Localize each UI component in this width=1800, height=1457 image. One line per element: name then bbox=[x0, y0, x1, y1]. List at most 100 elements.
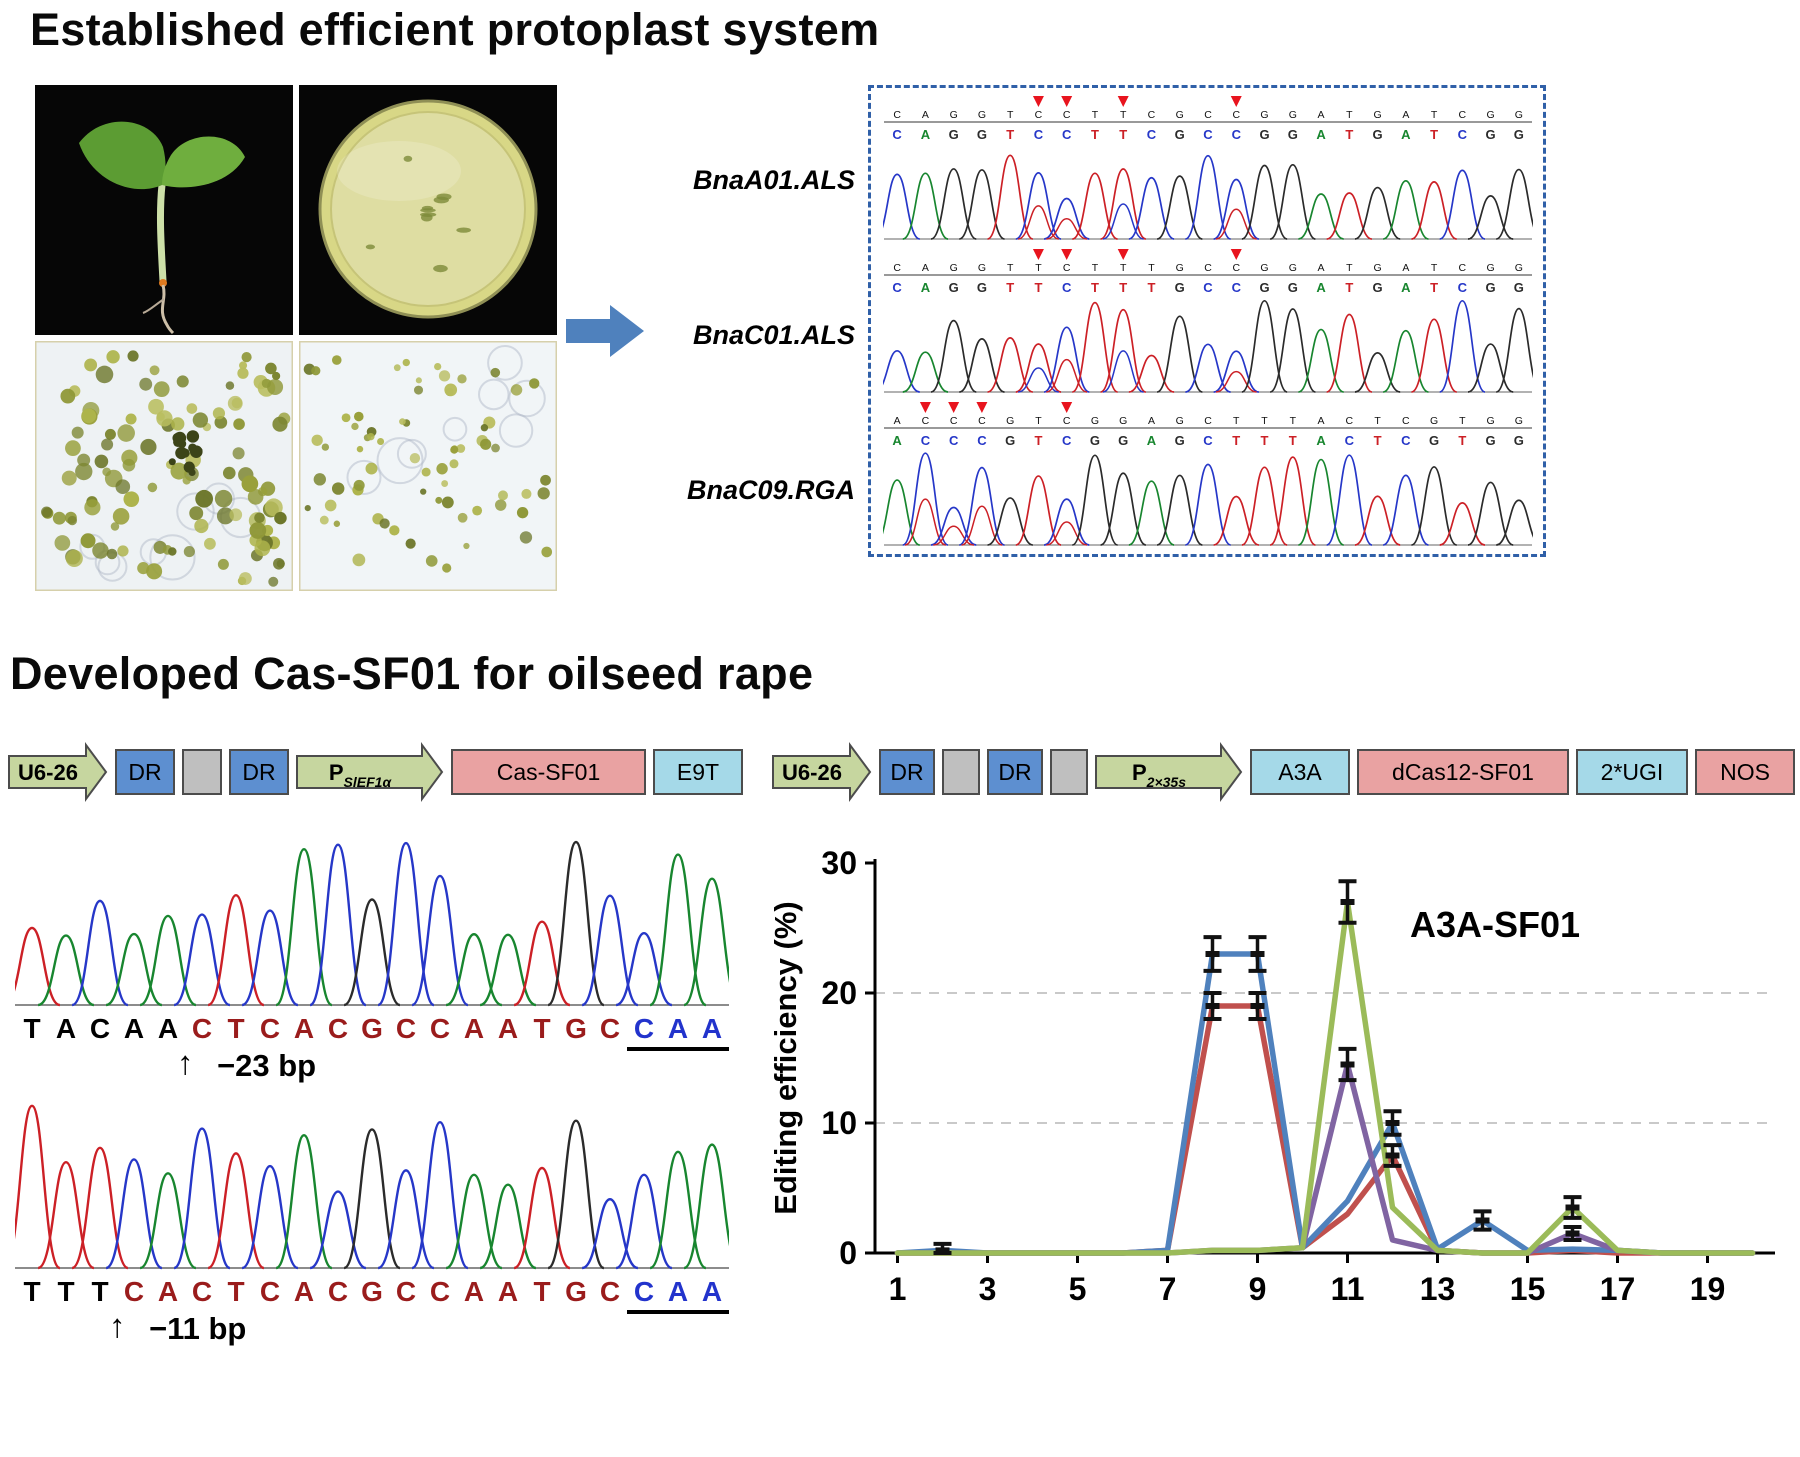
svg-text:G: G bbox=[1175, 127, 1185, 142]
svg-text:T: T bbox=[1007, 262, 1014, 274]
sequence-letter: T bbox=[533, 1013, 551, 1044]
sequence-letter: T bbox=[227, 1276, 245, 1307]
svg-text:T: T bbox=[1091, 127, 1099, 142]
svg-text:19: 19 bbox=[1690, 1271, 1726, 1307]
svg-text:C: C bbox=[1232, 262, 1240, 274]
svg-text:G: G bbox=[1176, 415, 1184, 427]
svg-text:A: A bbox=[1147, 433, 1157, 448]
flow-arrow bbox=[566, 305, 644, 357]
svg-text:G: G bbox=[977, 127, 987, 142]
gene-label-bnaa01-als: BnaA01.ALS bbox=[692, 165, 855, 195]
sequence-letter: T bbox=[23, 1013, 41, 1044]
svg-text:G: G bbox=[1288, 127, 1298, 142]
svg-text:G: G bbox=[1514, 280, 1524, 295]
svg-text:T: T bbox=[1374, 415, 1381, 427]
svg-text:T: T bbox=[1119, 127, 1127, 142]
svg-text:G: G bbox=[1259, 127, 1269, 142]
construct-box-a3a: A3A bbox=[1250, 749, 1350, 795]
svg-text:G: G bbox=[1119, 415, 1127, 427]
svg-text:G: G bbox=[1514, 433, 1524, 448]
svg-text:11: 11 bbox=[1331, 1271, 1365, 1307]
svg-text:U6-26: U6-26 bbox=[782, 760, 842, 785]
sequence-letter: A bbox=[497, 1013, 519, 1044]
sequence-letter: T bbox=[23, 1276, 41, 1307]
svg-text:C: C bbox=[977, 433, 987, 448]
svg-text:T: T bbox=[1035, 262, 1042, 274]
svg-text:C: C bbox=[1204, 262, 1212, 274]
promoter-arrow-p2-35s: P2×35s bbox=[1095, 742, 1243, 802]
sanger-trace: CCAAGGGGTTTTCCTTTTTTGGCCCCGGGGAATTGGAATT… bbox=[883, 249, 1533, 393]
sequence-letter: T bbox=[91, 1276, 109, 1307]
construct-box-dr: DR bbox=[987, 749, 1043, 795]
svg-text:A3A-SF01: A3A-SF01 bbox=[1410, 904, 1580, 945]
svg-text:A: A bbox=[1148, 415, 1155, 427]
seedling-illustration bbox=[35, 85, 293, 335]
svg-text:G: G bbox=[1289, 262, 1297, 274]
svg-text:15: 15 bbox=[1510, 1271, 1546, 1307]
svg-text:C: C bbox=[1035, 109, 1043, 121]
svg-text:A: A bbox=[1318, 415, 1325, 427]
svg-text:G: G bbox=[1259, 280, 1269, 295]
sequence-letter: A bbox=[157, 1013, 179, 1044]
svg-text:T: T bbox=[1006, 127, 1014, 142]
svg-text:T: T bbox=[1374, 433, 1382, 448]
svg-text:A: A bbox=[921, 280, 931, 295]
construct-box-dr: DR bbox=[229, 749, 289, 795]
sequence-letter: C bbox=[89, 1013, 111, 1044]
protoplast-micrograph bbox=[299, 341, 557, 591]
svg-text:T: T bbox=[1035, 415, 1042, 427]
svg-text:C: C bbox=[1204, 109, 1212, 121]
sanger-trace-large bbox=[15, 840, 729, 1007]
sequence-letter: A bbox=[123, 1013, 145, 1044]
svg-text:C: C bbox=[922, 415, 930, 427]
svg-text:T: T bbox=[1346, 262, 1353, 274]
svg-text:T: T bbox=[1431, 262, 1438, 274]
sequence-letter: C bbox=[259, 1013, 281, 1044]
svg-text:7: 7 bbox=[1159, 1271, 1177, 1307]
svg-text:G: G bbox=[1176, 262, 1184, 274]
svg-text:C: C bbox=[1459, 109, 1467, 121]
svg-text:G: G bbox=[1515, 109, 1523, 121]
sequence-letter: A bbox=[157, 1276, 179, 1307]
protoplast-section-title: Established efficient protoplast system bbox=[30, 4, 880, 55]
gene-label-bnac09-rga: BnaC09.RGA bbox=[686, 475, 855, 505]
sequence-letter: A bbox=[55, 1013, 77, 1044]
svg-text:C: C bbox=[1063, 262, 1071, 274]
svg-text:G: G bbox=[978, 262, 986, 274]
svg-text:G: G bbox=[1487, 109, 1495, 121]
svg-text:T: T bbox=[1430, 280, 1438, 295]
seedling-photo bbox=[35, 85, 293, 335]
svg-text:G: G bbox=[1260, 262, 1268, 274]
svg-text:G: G bbox=[950, 109, 958, 121]
construct-spacer bbox=[1050, 749, 1088, 795]
svg-text:G: G bbox=[1515, 262, 1523, 274]
photo-grid bbox=[35, 85, 557, 591]
svg-text:C: C bbox=[1148, 109, 1156, 121]
svg-text:T: T bbox=[1345, 127, 1353, 142]
svg-text:G: G bbox=[1430, 415, 1438, 427]
svg-text:T: T bbox=[1346, 109, 1353, 121]
svg-text:C: C bbox=[1232, 109, 1240, 121]
svg-text:5: 5 bbox=[1069, 1271, 1087, 1307]
svg-text:T: T bbox=[1092, 109, 1099, 121]
sanger-trace-large bbox=[15, 1104, 729, 1270]
promoter-arrow-u6-26: U6-26 bbox=[772, 742, 872, 802]
svg-text:T: T bbox=[1092, 262, 1099, 274]
svg-text:A: A bbox=[894, 415, 901, 427]
svg-text:G: G bbox=[1486, 127, 1496, 142]
svg-text:T: T bbox=[1120, 109, 1127, 121]
sequence-letter: G bbox=[565, 1013, 587, 1044]
svg-text:G: G bbox=[1515, 415, 1523, 427]
svg-text:0: 0 bbox=[839, 1235, 857, 1271]
svg-text:C: C bbox=[1232, 280, 1242, 295]
svg-text:G: G bbox=[1373, 127, 1383, 142]
svg-text:T: T bbox=[1120, 262, 1127, 274]
sequence-letter: A bbox=[701, 1276, 723, 1307]
svg-text:C: C bbox=[1345, 433, 1355, 448]
svg-text:A: A bbox=[1316, 127, 1326, 142]
